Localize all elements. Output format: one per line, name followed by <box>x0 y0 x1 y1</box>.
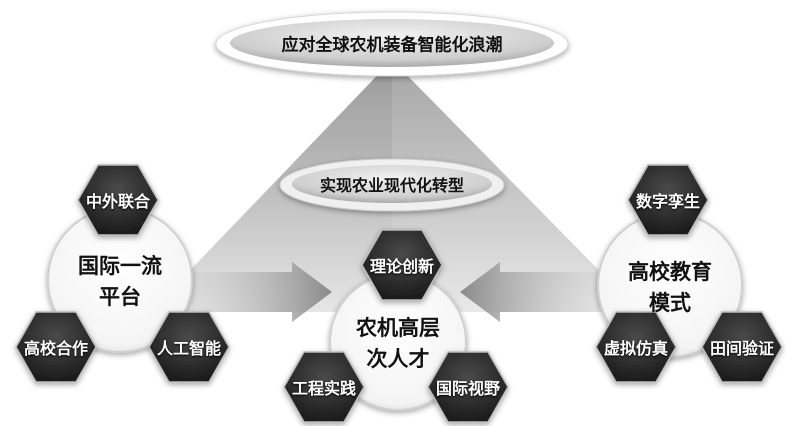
hex-mid-left <box>283 351 365 423</box>
right-circle-line-1: 高校教育 <box>628 260 712 284</box>
hex-right-top <box>627 164 709 236</box>
arrow-right <box>460 262 600 322</box>
middle-circle-line-2: 次人才 <box>366 347 430 371</box>
hex-left-right-label: 人工智能 <box>156 339 222 358</box>
left-circle-line-1: 国际一流 <box>78 254 162 278</box>
hex-left-left-label: 高校合作 <box>23 339 89 358</box>
hex-left-top-label: 中外联合 <box>85 192 151 211</box>
hex-right-left-label: 虚拟仿真 <box>603 339 669 358</box>
middle-banner-text: 实现农业现代化转型 <box>319 176 465 195</box>
left-circle-line-2: 平台 <box>99 285 141 309</box>
hex-mid-left-label: 工程实践 <box>291 379 357 398</box>
hex-right-right <box>701 311 783 383</box>
hex-mid-top <box>361 229 443 301</box>
hex-mid-right <box>427 351 509 423</box>
right-circle-text: 高校教育 模式 <box>628 257 712 319</box>
hex-mid-right-label: 国际视野 <box>435 379 501 398</box>
middle-circle-text: 农机高层 次人才 <box>356 313 440 375</box>
hex-right-left <box>595 311 677 383</box>
arrow-left <box>192 262 332 322</box>
hex-mid-top-label: 理论创新 <box>369 257 435 276</box>
left-circle-text: 国际一流 平台 <box>78 251 162 313</box>
middle-circle-line-1: 农机高层 <box>356 316 440 340</box>
middle-banner-ellipse <box>292 165 492 203</box>
hex-right-top-label: 数字孪生 <box>635 192 701 211</box>
hex-left-top <box>77 164 159 236</box>
top-banner-text: 应对全球农机装备智能化浪潮 <box>281 35 503 56</box>
top-banner-ellipse <box>230 19 554 67</box>
hex-left-left <box>15 311 97 383</box>
hex-left-right <box>148 311 230 383</box>
right-circle-line-2: 模式 <box>649 291 691 315</box>
hex-right-right-label: 田间验证 <box>709 339 775 358</box>
